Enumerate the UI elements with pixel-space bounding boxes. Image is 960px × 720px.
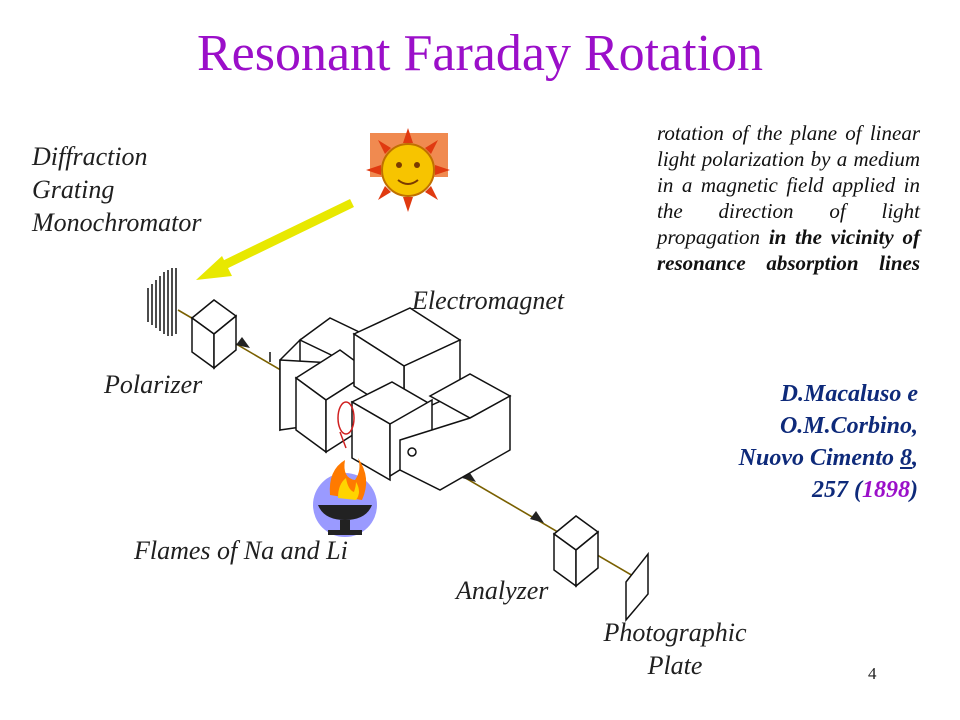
flames-label: Flames of Na and Li <box>134 536 348 565</box>
polarizer-cube <box>190 299 238 370</box>
reference-authors-1: D.Macaluso e <box>780 381 918 407</box>
page-number: 4 <box>868 664 877 683</box>
plate-label-line: Photographic <box>603 618 747 647</box>
electromagnet <box>269 307 512 491</box>
monochromator-label-line: Diffraction <box>32 142 148 171</box>
analyzer-cube <box>552 515 600 588</box>
analyzer-label: Analyzer <box>456 576 549 605</box>
description-text: rotation of the plane of linear light po… <box>657 120 920 276</box>
reference-authors-2: O.M.Corbino, <box>779 413 918 439</box>
diffraction-grating-icon <box>147 268 177 336</box>
monochromator-label-line: Grating <box>32 175 115 204</box>
light-arrow <box>196 198 354 280</box>
flame-brazier-icon <box>313 458 377 537</box>
page-title: Resonant Faraday Rotation <box>196 25 764 82</box>
photographic-plate <box>625 551 649 623</box>
description-normal: rotation of the plane of linear light po… <box>657 121 920 249</box>
monochromator-label-line: Monochromator <box>32 208 202 237</box>
description-bold: in the vicinity of resonance absorption … <box>657 225 920 275</box>
plate-label-line: Plate <box>647 651 703 680</box>
beam-arrows <box>236 337 544 523</box>
reference-citation: D.Macaluso e O.M.Corbino, Nuovo Cimento … <box>739 378 918 506</box>
reference-pages: 257 <box>812 477 848 503</box>
reference-pages-year: 257 (1898) <box>812 477 918 503</box>
reference-journal: Nuovo Cimento 8, <box>739 442 918 474</box>
monochromator-label: Diffraction Grating Monochromator <box>32 140 201 239</box>
reference-year: 1898 <box>862 477 910 503</box>
electromagnet-label: Electromagnet <box>412 286 565 315</box>
plate-label: Photographic Plate <box>580 616 770 682</box>
polarizer-label: Polarizer <box>104 370 203 399</box>
sun-icon <box>366 128 450 212</box>
reference-volume: 8 <box>900 445 912 471</box>
reference-comma: , <box>912 445 918 471</box>
reference-journal-name: Nuovo Cimento <box>738 445 894 471</box>
